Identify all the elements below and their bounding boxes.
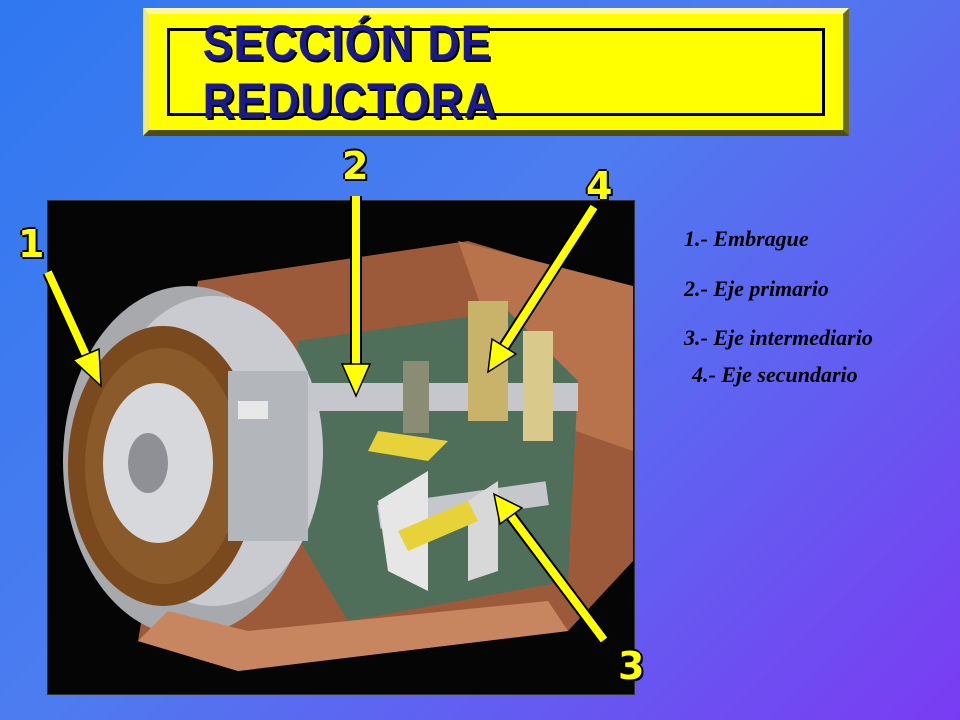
gearbox-cutaway-image [47,200,635,695]
legend-item-embrague: 1.- Embrague [684,226,809,251]
shift-fork-1 [368,431,448,461]
title-box: SECCIÓN DE REDUCTORA [143,8,849,136]
marker-3: 3 [618,644,645,688]
legend-item-eje-primario: 2.- Eje primario [684,276,829,301]
page-title: SECCIÓN DE REDUCTORA [202,15,498,129]
title-frame: SECCIÓN DE REDUCTORA [167,15,825,129]
shift-fork-2 [398,501,478,551]
marker-4: 4 [586,164,613,208]
marker-1: 1 [18,222,45,266]
gearbox-illustration [63,241,633,671]
upper-gear-3 [523,331,553,441]
pressure-plate [228,371,308,541]
plate-label [238,401,268,419]
legend-item-eje-intermediario: 3.- Eje intermediario [684,325,873,350]
upper-gear-1 [403,361,429,433]
base-flange [138,601,568,671]
upper-gear-2 [468,301,508,421]
clutch-center [128,433,168,493]
marker-2: 2 [342,144,369,188]
lower-gear-2 [468,481,498,581]
legend-item-eje-secundario: 4.- Eje secundario [692,362,858,387]
